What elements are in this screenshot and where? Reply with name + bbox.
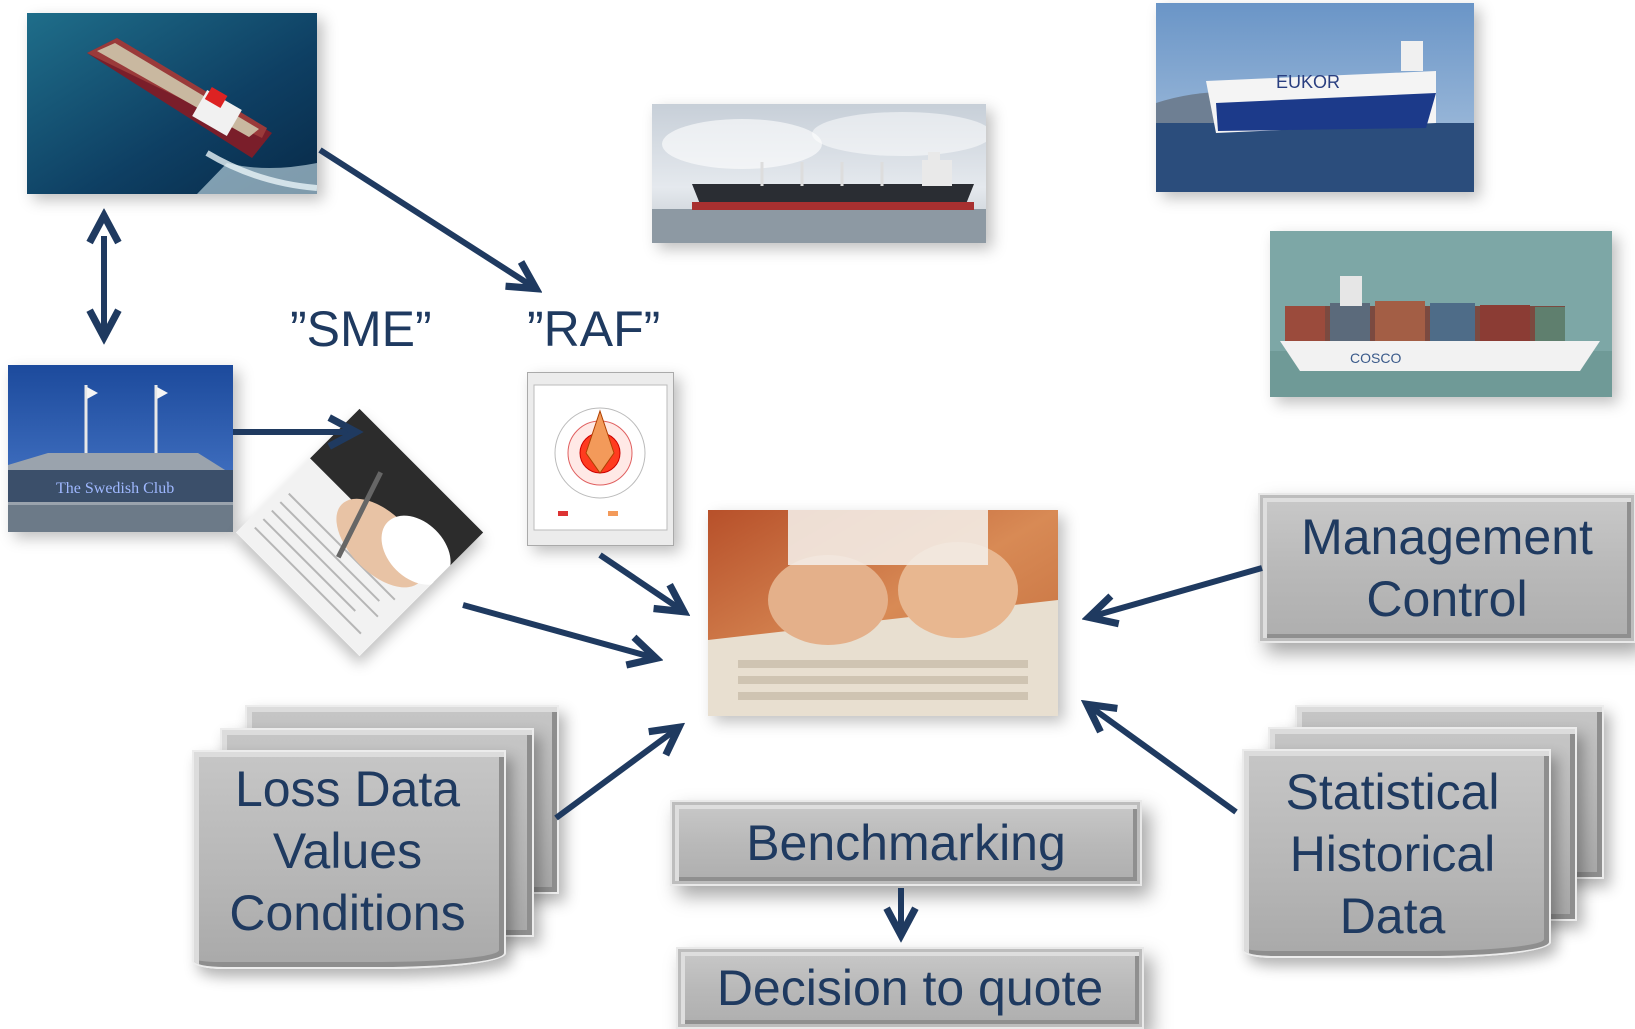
arrow-management-to-keyboard	[1090, 565, 1263, 617]
statistical-data-documents: Statistical Historical Data	[1240, 705, 1610, 965]
keyboard-typing-photo	[708, 510, 1058, 716]
management-control-line-1: Management	[1301, 509, 1593, 565]
statistical-page-front	[1242, 749, 1551, 958]
signing-photo	[235, 408, 484, 657]
cosco-hull-text: COSCO	[1350, 350, 1401, 366]
arrow-lossdata-to-keyboard	[554, 728, 678, 821]
loss-data-line-2: Values	[272, 823, 423, 879]
loss-data-line-3: Conditions	[229, 885, 466, 941]
statistical-line-3: Data	[1339, 888, 1446, 944]
sme-label: ”SME”	[290, 301, 432, 357]
loss-data-documents: Loss Data Values Conditions	[190, 700, 560, 975]
loss-data-text: Loss Data Values Conditions	[190, 758, 505, 944]
eukor-hull-text: EUKOR	[1276, 72, 1340, 92]
decision-label: Decision to quote	[716, 960, 1104, 1016]
tanker-photo	[27, 13, 317, 194]
swedish-club-building-photo: The Swedish Club	[8, 365, 233, 532]
container-ship-photo: COSCO	[1270, 231, 1612, 397]
benchmarking-label: Benchmarking	[746, 815, 1066, 871]
arrow-tanker-to-raf	[318, 147, 535, 288]
statistical-text: Statistical Historical Data	[1240, 761, 1545, 947]
arrow-sme-to-keyboard	[462, 602, 655, 658]
loss-data-page-front	[192, 750, 506, 969]
swedish-club-sign: The Swedish Club	[56, 480, 174, 497]
raf-radar-screenshot	[527, 372, 674, 546]
arrow-raf-to-keyboard	[598, 552, 683, 611]
raf-label: ”RAF”	[527, 301, 661, 357]
statistical-line-1: Statistical	[1285, 764, 1500, 820]
benchmarking-box: Benchmarking	[670, 800, 1142, 886]
arrow-statistical-to-keyboard	[1088, 705, 1238, 815]
management-control-line-2: Control	[1366, 571, 1528, 627]
statistical-line-2: Historical	[1289, 826, 1496, 882]
bulk-carrier-photo	[652, 104, 986, 243]
loss-data-line-1: Loss Data	[234, 761, 461, 817]
decision-to-quote-box: Decision to quote	[676, 947, 1144, 1029]
car-carrier-photo: EUKOR	[1156, 3, 1474, 192]
